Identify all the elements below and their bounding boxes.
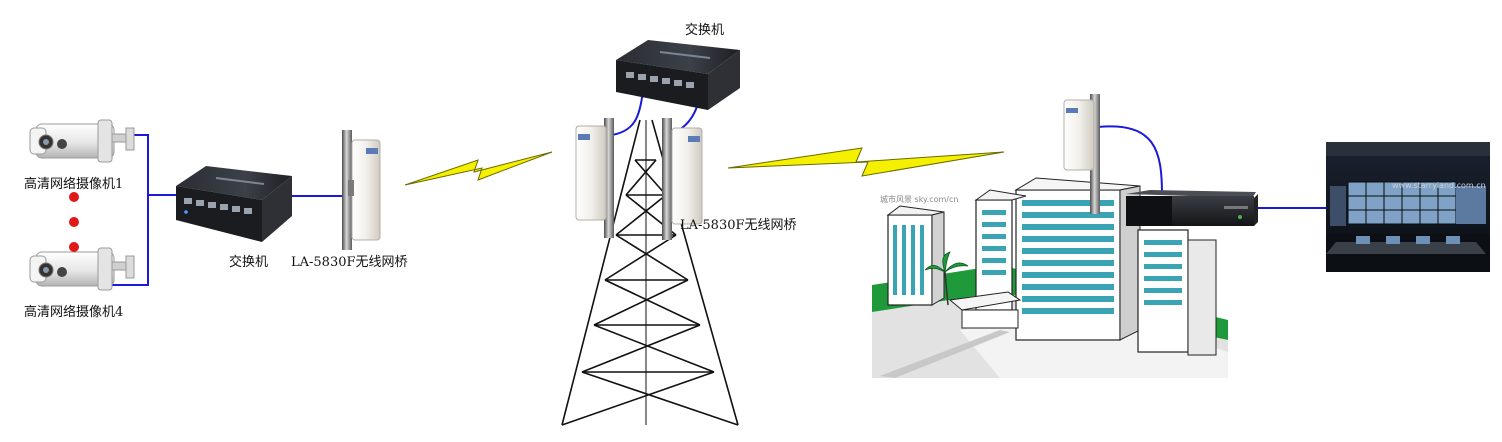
switch-left-label: 交换机 bbox=[229, 255, 269, 270]
building-bridge-cable bbox=[1097, 125, 1163, 196]
control-room-icon bbox=[1326, 142, 1490, 272]
more-cameras-dots bbox=[69, 192, 79, 252]
network-switch-icon bbox=[176, 166, 292, 242]
bridge-left-label: LA-5830F无线网桥 bbox=[291, 255, 408, 270]
switch-top-label: 交换机 bbox=[685, 23, 725, 38]
city-buildings-icon bbox=[870, 177, 1230, 378]
nvr-recorder-icon bbox=[1126, 190, 1258, 226]
control-room-caption: www.starryland.com.cn bbox=[1392, 181, 1486, 190]
wireless-bridge-icon bbox=[1063, 94, 1100, 214]
camera-4-label: 高清网络摄像机4 bbox=[24, 305, 124, 320]
wireless-bridge-icon bbox=[662, 118, 703, 240]
lightning-link-icon bbox=[404, 151, 553, 186]
camera-1-label: 高清网络摄像机1 bbox=[24, 177, 124, 192]
cityscape-caption: 城市风景 sky.com/cn bbox=[880, 195, 959, 204]
wireless-bridge-icon bbox=[575, 118, 614, 238]
ip-camera-icon bbox=[29, 247, 135, 291]
bridge-tower-label: LA-5830F无线网桥 bbox=[680, 218, 797, 233]
wireless-bridge-icon bbox=[342, 130, 381, 250]
network-switch-icon bbox=[616, 40, 740, 110]
ip-camera-icon bbox=[29, 119, 135, 163]
lattice-tower-icon bbox=[561, 119, 739, 426]
lightning-link-icon bbox=[727, 147, 1005, 177]
